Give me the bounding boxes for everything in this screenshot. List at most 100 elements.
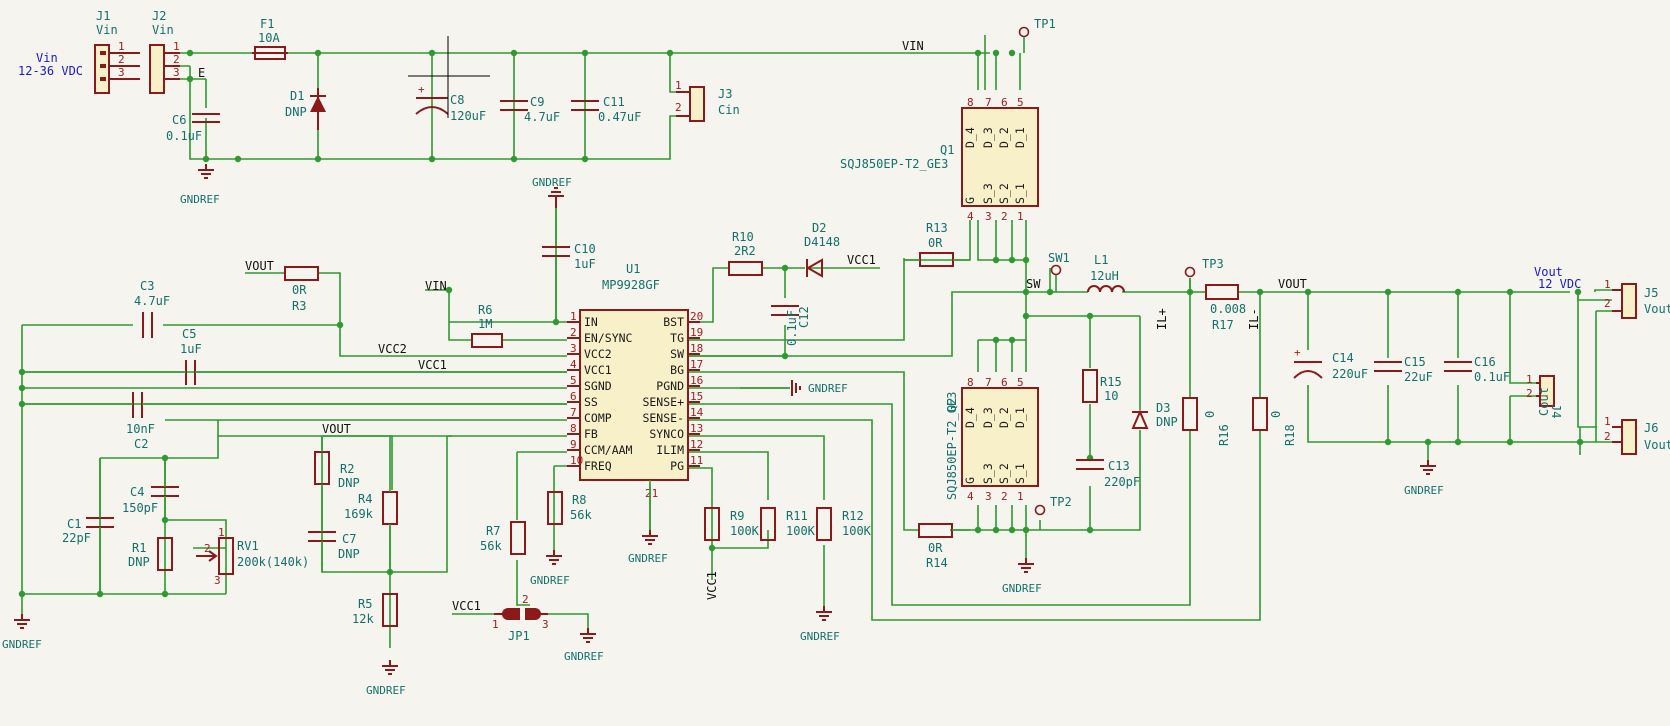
net-vout-label: VOUT bbox=[1278, 277, 1307, 291]
j2-ref: J2 bbox=[152, 9, 166, 23]
tp3-testpoint[interactable]: TP3 bbox=[1184, 257, 1224, 278]
q1-pins-bot-pin-num: 1 bbox=[1017, 210, 1024, 223]
r13-ref: R13 bbox=[926, 221, 948, 235]
d3-diode[interactable]: D3 DNP bbox=[1131, 401, 1178, 429]
ground-icon bbox=[1420, 460, 1436, 475]
r12-resistor[interactable]: R12 100K bbox=[816, 507, 872, 541]
rv1-value: 200k(140k) bbox=[237, 555, 309, 569]
r5-resistor[interactable]: R5 12k bbox=[352, 593, 398, 627]
c12-capacitor[interactable]: C12 0.1uF bbox=[771, 305, 811, 346]
j5-connector[interactable]: 1 2 J5 Vout bbox=[1604, 278, 1670, 319]
u1-left-pin-num: 9 bbox=[570, 438, 577, 451]
junctions bbox=[18, 49, 1584, 598]
u1-right-pin-num: 12 bbox=[690, 438, 703, 451]
c12-ref: C12 bbox=[797, 306, 811, 328]
j2-value: Vin bbox=[152, 23, 174, 37]
r9-resistor[interactable]: R9 100K bbox=[704, 507, 760, 541]
u1-left-pin-num: 8 bbox=[570, 422, 577, 435]
ground-icon bbox=[580, 628, 596, 643]
r7-resistor[interactable]: R7 56k bbox=[480, 521, 526, 555]
r11-resistor[interactable]: R11 100K bbox=[760, 507, 816, 541]
c10-capacitor[interactable]: C10 1uF bbox=[542, 208, 596, 322]
c5-capacitor[interactable]: C5 1uF bbox=[22, 327, 567, 385]
j1-value: Vin bbox=[96, 23, 118, 37]
r2-resistor[interactable]: R2 DNP bbox=[314, 436, 360, 572]
r15-resistor[interactable]: R15 10 bbox=[1082, 369, 1122, 403]
r4-ref: R4 bbox=[358, 492, 372, 506]
c13-capacitor[interactable]: C13 220pF bbox=[1076, 459, 1140, 489]
j3-connector[interactable]: 1 2 J3 Cin bbox=[675, 79, 740, 122]
tp1-testpoint[interactable]: TP1 bbox=[1018, 17, 1056, 38]
r7-value: 56k bbox=[480, 539, 502, 553]
c1-capacitor[interactable]: C1 22pF bbox=[62, 458, 114, 594]
d2-value: D4148 bbox=[804, 235, 840, 249]
c2-ref: C2 bbox=[134, 437, 148, 451]
tp2-testpoint[interactable]: TP2 bbox=[1034, 495, 1072, 516]
j4-pin-2: 2 bbox=[1526, 387, 1533, 400]
j1-connector[interactable]: J1 Vin 1 2 3 bbox=[94, 9, 140, 94]
c14-value: 220uF bbox=[1332, 367, 1368, 381]
j6-connector[interactable]: 1 2 J6 Vout bbox=[1604, 415, 1670, 455]
d2-diode[interactable]: D2 D4148 bbox=[804, 221, 840, 278]
c10-ref: C10 bbox=[574, 242, 596, 256]
j2-connector[interactable]: J2 Vin 1 2 3 bbox=[149, 9, 180, 94]
net-vin-r6: VIN bbox=[425, 279, 447, 293]
c3-capacitor[interactable]: C3 4.7uF bbox=[134, 279, 170, 338]
u1-left-pin-name: FREQ bbox=[584, 459, 612, 473]
r17-resistor[interactable]: 0.008 R17 bbox=[1205, 284, 1246, 332]
c16-capacitor[interactable]: C16 0.1uF bbox=[1444, 355, 1510, 384]
rv1-potentiometer[interactable]: 1 2 3 RV1 200k(140k) bbox=[196, 526, 309, 587]
sw1-testpoint[interactable]: SW1 bbox=[1048, 251, 1070, 276]
c15-capacitor[interactable]: C15 22uF bbox=[1374, 355, 1433, 384]
r17-value: 0.008 bbox=[1210, 302, 1246, 316]
u1-right-pin-name: SENSE+ bbox=[642, 395, 684, 409]
c7-capacitor[interactable]: C7 DNP bbox=[308, 531, 360, 561]
r13-resistor[interactable]: R13 0R bbox=[904, 221, 970, 267]
u1-left-pin-num: 4 bbox=[570, 358, 577, 371]
c2-capacitor[interactable]: 10nF C2 bbox=[22, 392, 567, 451]
c4-capacitor[interactable]: C4 150pF bbox=[122, 458, 179, 520]
ground-icon bbox=[382, 660, 398, 675]
q1-mosfet[interactable]: Q1 SQJ850EP-T2_GE3 8D_44G7D_33S_36D_22S_… bbox=[840, 96, 1039, 223]
r3-resistor[interactable]: VOUT 0R R3 bbox=[245, 259, 319, 313]
j6-ref: J6 bbox=[1644, 421, 1658, 435]
c8-capacitor[interactable]: + C8 120uF bbox=[408, 36, 490, 123]
r8-resistor[interactable]: R8 56k bbox=[547, 491, 592, 525]
d1-value: DNP bbox=[285, 105, 307, 119]
c8-polarity: + bbox=[418, 83, 425, 96]
gndref-label: GNDREF bbox=[2, 638, 42, 651]
jp1-jumper[interactable]: 1 2 3 JP1 bbox=[492, 593, 549, 643]
q1-pins-bot-pin-name: S_1 bbox=[1013, 183, 1027, 204]
q1-ref: Q1 bbox=[940, 143, 954, 157]
net-vcc1-d2: VCC1 bbox=[847, 253, 876, 267]
j4-connector[interactable]: 1 2 Cout J4 bbox=[1526, 373, 1563, 418]
r16-resistor[interactable]: 0 R16 bbox=[1182, 397, 1231, 446]
r4-resistor[interactable]: R4 169k bbox=[344, 436, 398, 572]
c11-capacitor[interactable]: C11 0.47uF bbox=[571, 95, 641, 124]
jp1-pin-2: 2 bbox=[522, 593, 529, 606]
rv1-ref: RV1 bbox=[237, 539, 259, 553]
f1-fuse[interactable]: F1 10A bbox=[252, 17, 288, 60]
r1-resistor[interactable]: R1 DNP bbox=[128, 537, 173, 571]
net-e-label: E bbox=[198, 66, 205, 80]
d1-diode[interactable]: D1 DNP bbox=[285, 88, 326, 130]
c9-capacitor[interactable]: C9 4.7uF bbox=[500, 95, 560, 124]
r14-resistor[interactable]: 0R R14 bbox=[918, 523, 970, 570]
r18-resistor[interactable]: 0 R18 bbox=[1252, 397, 1297, 446]
r7-ref: R7 bbox=[486, 524, 500, 538]
q1-pins-top-pin-name: D_1 bbox=[1013, 127, 1027, 148]
r10-resistor[interactable]: R10 2R2 bbox=[728, 230, 763, 276]
u1-right-pin-num: 14 bbox=[690, 406, 704, 419]
q2-mosfet[interactable]: Q2 SQJ850EP-T2_GE3 8D_44G7D_33S_36D_22S_… bbox=[945, 376, 1039, 503]
c11-value: 0.47uF bbox=[598, 110, 641, 124]
c6-capacitor[interactable]: C6 0.1uF bbox=[166, 113, 220, 143]
c14-capacitor[interactable]: + C14 220uF bbox=[1293, 346, 1368, 381]
r6-ref: R6 bbox=[478, 303, 492, 317]
r6-resistor[interactable]: R6 1M bbox=[471, 303, 503, 348]
q2-pins-top-pin-num: 8 bbox=[967, 376, 974, 389]
r18-value: 0 bbox=[1269, 411, 1283, 418]
net-il-plus-label: IL+ bbox=[1155, 308, 1169, 330]
net-il-minus-label: IL- bbox=[1247, 308, 1261, 330]
l1-inductor[interactable]: L1 12uH bbox=[1087, 253, 1125, 293]
